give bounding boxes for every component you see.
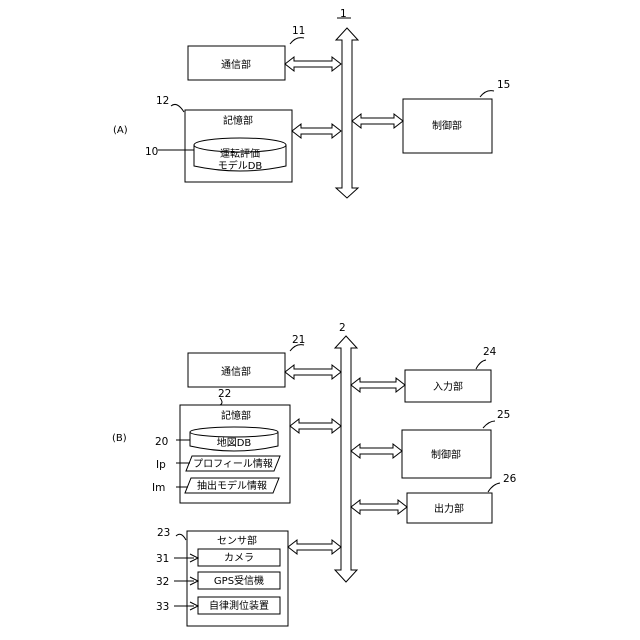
panel-label-b: (B) xyxy=(112,433,127,444)
control-bus-arrow xyxy=(352,114,403,128)
bus-1 xyxy=(336,28,358,198)
comm-unit-label: 通信部 xyxy=(221,58,251,71)
control-unit-label: 制御部 xyxy=(432,119,462,132)
storage-bus-arrow xyxy=(290,419,341,433)
db-label-line2: モデルDB xyxy=(218,159,263,172)
figure-a xyxy=(158,18,494,198)
camera-label: カメラ xyxy=(224,552,254,564)
sensor-unit-title: センサ部 xyxy=(217,534,257,547)
storage-bus-arrow xyxy=(292,124,341,138)
gps-label: GPS受信機 xyxy=(214,574,264,587)
map-db-ref: 20 xyxy=(155,436,168,448)
control-unit-ref: 15 xyxy=(497,79,510,91)
storage-unit-title: 記憶部 xyxy=(223,114,253,127)
output-unit-ref: 26 xyxy=(503,473,517,485)
profile-info-ref: Ip xyxy=(156,459,166,471)
map-db-label: 地図DB xyxy=(217,436,252,449)
gps-ref: 32 xyxy=(156,576,169,588)
storage-unit-ref: 22 xyxy=(218,388,231,400)
sensor-bus-arrow xyxy=(288,540,341,554)
bus-ref-1: 1 xyxy=(340,8,347,20)
input-bus-arrow xyxy=(351,378,405,392)
control-unit-label: 制御部 xyxy=(431,448,461,461)
camera-ref: 31 xyxy=(156,553,169,565)
output-bus-arrow xyxy=(351,500,407,514)
extract-model-label: 抽出モデル情報 xyxy=(197,479,267,492)
autonomous-ref: 33 xyxy=(156,601,169,613)
comm-bus-arrow xyxy=(285,365,341,379)
bus-ref-2: 2 xyxy=(339,322,346,334)
panel-label-a: (A) xyxy=(113,125,128,136)
input-unit-ref: 24 xyxy=(483,346,497,358)
comm-unit-label: 通信部 xyxy=(221,365,251,378)
sensor-unit-ref: 23 xyxy=(157,527,170,539)
autonomous-label: 自律測位装置 xyxy=(209,599,269,612)
db-label-line1: 運転評価 xyxy=(220,147,260,160)
comm-unit-ref: 21 xyxy=(292,334,305,346)
input-unit-label: 入力部 xyxy=(433,380,463,393)
comm-unit-ref: 11 xyxy=(292,25,305,37)
db-ref: 10 xyxy=(145,146,158,158)
extract-model-ref: Im xyxy=(152,482,165,494)
comm-bus-arrow xyxy=(285,57,341,71)
profile-info-label: プロフィール情報 xyxy=(193,457,273,470)
control-unit-ref: 25 xyxy=(497,409,510,421)
storage-unit-title: 記憶部 xyxy=(221,409,251,422)
control-bus-arrow xyxy=(351,444,402,458)
output-unit-label: 出力部 xyxy=(434,502,464,515)
storage-unit-ref: 12 xyxy=(156,95,169,107)
